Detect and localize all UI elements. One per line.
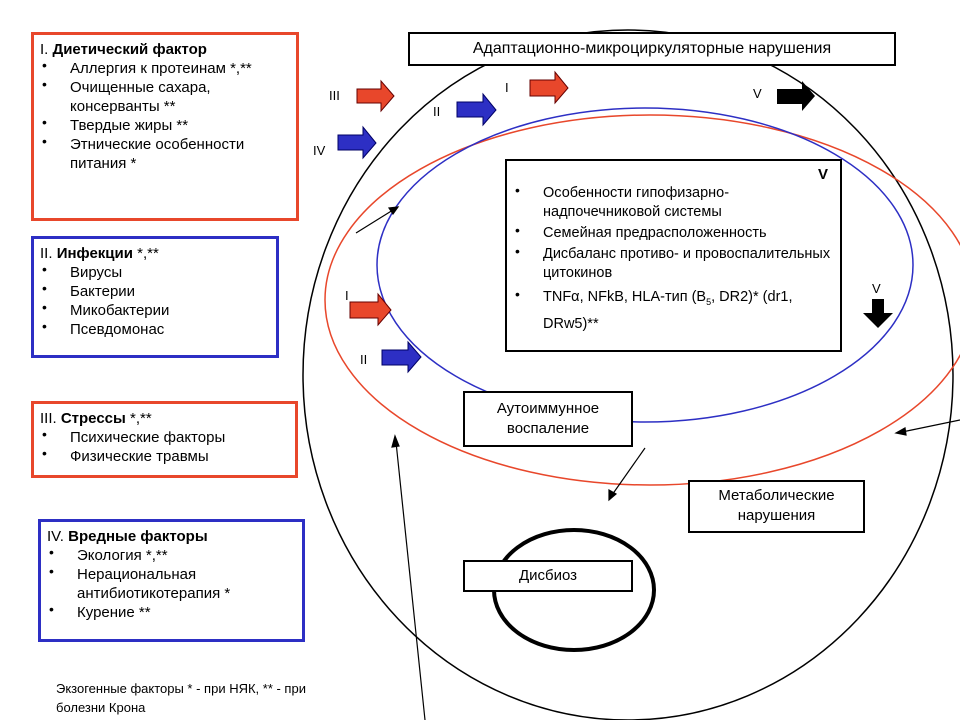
arrow-label-iii: III [329,88,340,103]
line-arrow-right-in-head [894,427,907,436]
line-arrow-auto-to-metab [611,447,646,496]
factor-item: Вирусы [40,260,270,282]
line-arrow-right-in [901,419,960,433]
arrow-ii-mid-blue [381,340,422,374]
arrow-i-mid-red [349,292,392,327]
top-title-box: Адаптационно-микроциркуляторные нарушени… [408,32,896,66]
factor-box-harmful: IV. Вредные факторы Экология *,** Нераци… [38,519,305,642]
arrow-iv-blue [337,125,377,160]
arrow-ii-top-blue [456,92,497,127]
footnote: Экзогенные факторы * - при НЯК, ** - при… [56,681,306,715]
outer-circle [302,29,954,720]
line-arrow-to-blue-head [387,206,400,216]
factor-item: Этнические особенности питания * [40,132,290,173]
arrow-label-v-down: V [872,281,881,296]
autoimmune-box: Аутоиммунное воспаление [463,391,633,447]
internal-factors-list: Особенности гипофизарно-надпочечниковой … [513,181,834,335]
arrow-i-top-red [529,70,569,105]
factor-box-stress: III. Стрессы *,** Психические факторы Фи… [31,401,298,478]
autoimmune-label: Аутоиммунное воспаление [496,400,600,437]
factor-list: Психические факторы Физические травмы [40,425,289,466]
dysbiosis-box: Дисбиоз [463,560,633,592]
arrow-label-v-right: V [753,86,762,101]
blue-ellipse [376,107,914,423]
arrow-iii-red [356,79,395,113]
factor-heading: II. Инфекции *,** [40,245,159,262]
internal-item: TNFα, NFkB, HLA-тип (B5, DR2)* (dr1, DRw… [513,283,834,335]
factor-box-infections: II. Инфекции *,** Вирусы Бактерии Микоба… [31,236,279,358]
factor-list: Вирусы Бактерии Микобактерии Псевдомонас [40,260,270,339]
factor-item: Псевдомонас [40,317,270,339]
arrow-label-i-mid: I [345,288,349,303]
internal-item: Дисбаланс противо- и провоспалительных ц… [513,242,834,283]
line-arrow-auto-to-metab-head [608,488,618,502]
line-arrow-bottom-up [395,441,426,720]
factor-item: Микобактерии [40,298,270,320]
arrow-label-iv: IV [313,143,326,158]
internal-factors-number: V [817,166,828,183]
arrow-label-ii-mid: II [360,352,368,367]
arrow-v-right-black [777,81,815,111]
factor-item: Курение ** [47,600,296,622]
line-arrow-bottom-up-head [391,434,400,448]
factor-heading: I. Диетический фактор [40,41,207,58]
arrow-label-i-top: I [505,80,509,95]
factor-heading: IV. Вредные факторы [47,528,208,545]
factor-item: Твердые жиры ** [40,113,290,135]
factor-item: Аллергия к протеинам *,** [40,56,290,78]
internal-item: Семейная предрасположенность [513,221,834,243]
factor-item: Бактерии [40,279,270,301]
factor-list: Экология *,** Нерациональная антибиотико… [47,543,296,622]
dysbiosis-label: Дисбиоз [518,567,578,584]
factor-item: Экология *,** [47,543,296,565]
internal-factors-box: V Особенности гипофизарно-надпочечниково… [505,159,842,352]
red-ellipse [324,114,960,486]
factor-list: Аллергия к протеинам *,** Очищенные саха… [40,56,290,173]
factor-item: Физические травмы [40,444,289,466]
factor-item: Психические факторы [40,425,289,447]
top-title: Адаптационно-микроциркуляторные нарушени… [472,40,832,57]
factor-box-dietary: I. Диетический фактор Аллергия к протеин… [31,32,299,221]
factor-heading: III. Стрессы *,** [40,410,152,427]
factor-item: Нерациональная антибиотикотерапия * [47,562,296,603]
line-arrow-to-blue [355,209,394,234]
metabolic-box: Метаболические нарушения [688,480,865,533]
factor-item: Очищенные сахара, консерванты ** [40,75,290,116]
arrow-label-ii-top: II [433,104,441,119]
metabolic-label: Метаболические нарушения [718,487,835,524]
internal-item: Особенности гипофизарно-надпочечниковой … [513,181,834,222]
arrow-v-down-black [863,299,893,328]
